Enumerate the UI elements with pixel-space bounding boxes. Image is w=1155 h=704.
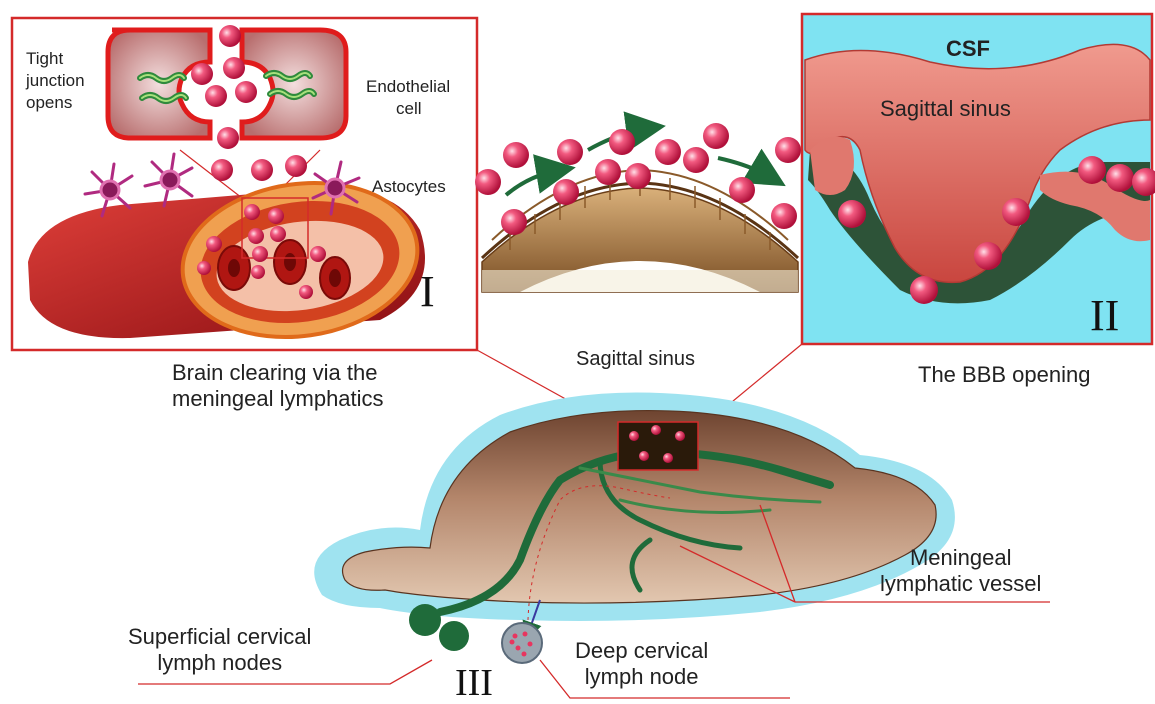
astrocytes-label: Astocytes [372, 176, 446, 198]
tight-junction-label-line-2: junction [26, 70, 85, 92]
deep-label-line-2: lymph node [575, 664, 708, 690]
meningeal-vessel-label: Meningeal lymphatic vessel [880, 545, 1041, 597]
csf-label: CSF [946, 36, 990, 62]
panel-II-caption: The BBB opening [918, 362, 1090, 388]
endothelial-label-line-1: Endothelial [366, 76, 450, 98]
superficial-label-line-1: Superficial cervical [128, 624, 311, 650]
panel-II-sinus-label: Sagittal sinus [880, 96, 1011, 122]
brain-sinus-label: Sagittal sinus [576, 348, 695, 371]
deep-label-line-1: Deep cervical [575, 638, 708, 664]
tight-junction-label-line-1: Tight [26, 48, 85, 70]
brain-illustration [314, 393, 955, 664]
panel-I-caption-line-1: Brain clearing via the [172, 360, 384, 386]
tight-junction-label-line-3: opens [26, 92, 85, 114]
superficial-lymph-node-2 [439, 621, 469, 651]
meningeal-label-line-2: lymphatic vessel [880, 571, 1041, 597]
deep-node-label: Deep cervical lymph node [575, 638, 708, 690]
panel-III-roman-numeral: III [455, 664, 493, 702]
meningeal-label-line-1: Meningeal [880, 545, 1041, 571]
superficial-nodes-label: Superficial cervical lymph nodes [128, 624, 311, 676]
panel-I-caption: Brain clearing via the meningeal lymphat… [172, 360, 384, 412]
endothelial-label-line-2: cell [366, 98, 450, 120]
endothelial-cell-label: Endothelial cell [366, 76, 450, 120]
superficial-label-line-2: lymph nodes [128, 650, 311, 676]
panel-I-roman-numeral: I [420, 270, 435, 314]
panel-II-roman-numeral: II [1090, 294, 1119, 338]
superficial-lymph-node-1 [409, 604, 441, 636]
panel-I-caption-line-2: meningeal lymphatics [172, 386, 384, 412]
tight-junction-label: Tight junction opens [26, 48, 85, 114]
deep-lymph-node [502, 623, 542, 663]
